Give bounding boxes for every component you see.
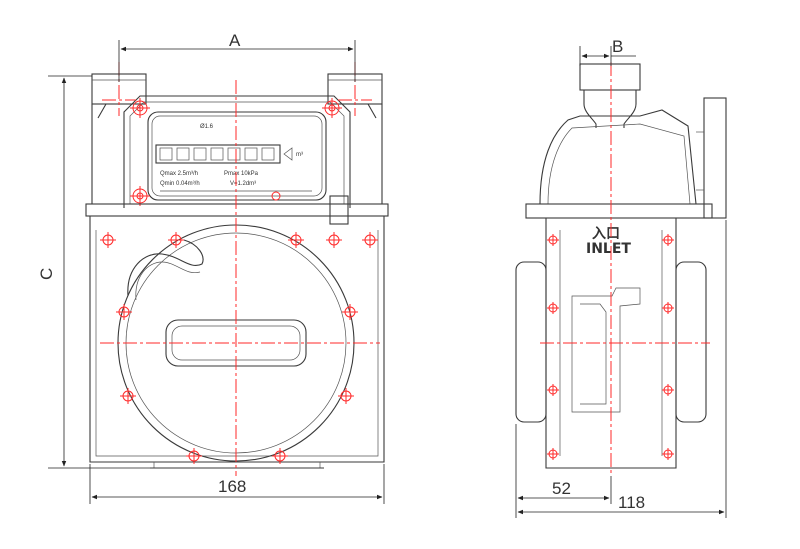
counter-digits [155,144,293,164]
inlet-en-label: INLET [586,241,631,257]
front-view: Ø1.6 m³ Qmax 2.5m³/h Pmax 10kPa Qmin 0.0… [85,62,389,476]
pmax-text: Pmax 10kPa [224,171,259,177]
qmax-text: Qmax 2.5m³/h [160,171,198,177]
dimension-c-label: C [37,268,56,280]
dimension-168-label: 168 [218,477,246,496]
register-screws [130,98,342,206]
dimension-118-label: 118 [618,493,645,512]
side-flange [525,203,713,219]
side-pipe-top [579,63,641,91]
body-screws [100,232,378,464]
front-dimensions: A C 168 [37,31,385,504]
unit-text: m³ [296,152,303,158]
side-dimensions: B 52 118 [515,37,727,518]
upper-housing [91,104,383,205]
side-screws [547,234,674,460]
register-window [147,111,327,201]
lower-body [89,216,385,463]
accuracy-class-text: Ø1.6 [200,124,214,130]
side-bracket [703,97,727,219]
inlet-cn-label: 入口 [592,226,620,242]
side-view: 入口 INLET [515,62,727,476]
side-dome [539,109,697,205]
dimension-a-label: A [229,31,241,50]
qmin-text: Qmin 0.04m³/h [160,181,200,187]
cyclic-volume-text: V=1.2dm³ [230,181,256,187]
front-flange [85,203,389,217]
register-cover [123,95,351,208]
seal-block [329,195,349,225]
dimension-52-label: 52 [552,479,571,498]
dimension-b-label: B [612,37,623,56]
chamber-bulge [127,239,204,297]
side-internal-valve [571,287,641,413]
